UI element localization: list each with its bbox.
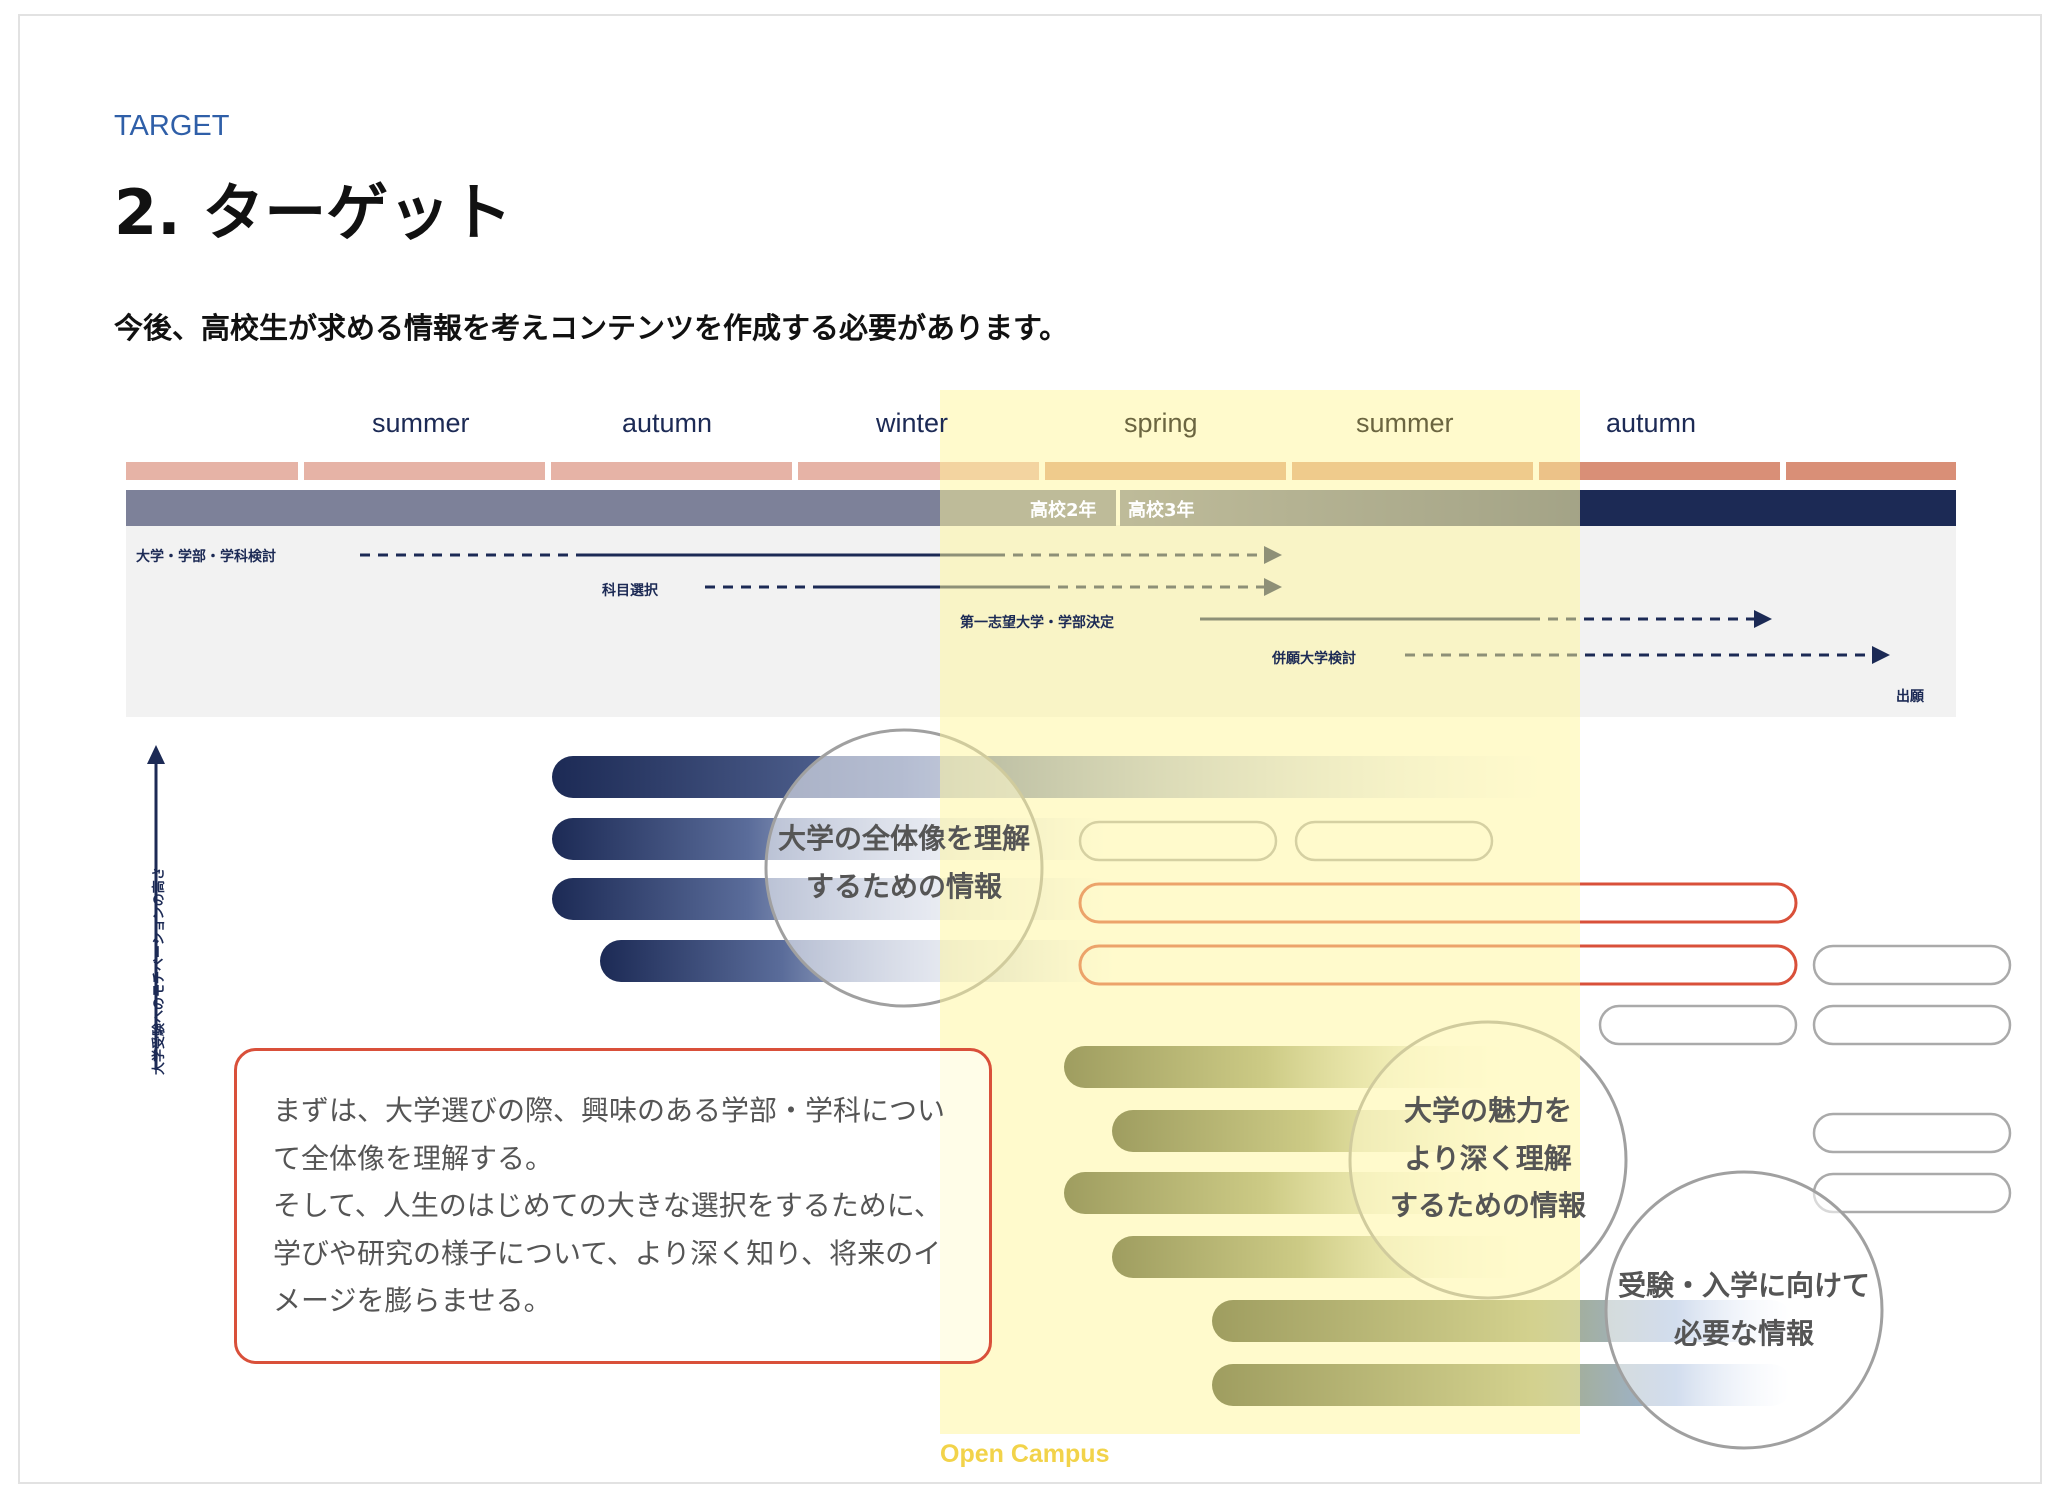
season-label: summer bbox=[372, 408, 470, 438]
bubble-exam: 受験・入学に向けて 必要な情報 bbox=[1606, 1262, 1882, 1357]
season-label: spring bbox=[1124, 408, 1198, 438]
page-title: 2. ターゲット bbox=[114, 176, 513, 249]
section-eyebrow: TARGET bbox=[114, 110, 230, 142]
bubble-line: 大学の全体像を理解 bbox=[777, 822, 1030, 855]
open-campus-highlight bbox=[940, 390, 1580, 1434]
axis-label: 大学受験へのモチベーションの高さ bbox=[152, 867, 167, 1075]
lead-text: 今後、高校生が求める情報を考えコンテンツを作成する必要があります。 bbox=[114, 311, 1069, 345]
bubble-overview: 大学の全体像を理解 するための情報 bbox=[766, 815, 1042, 910]
season-label: summer bbox=[1356, 408, 1454, 438]
open-campus-label: Open Campus bbox=[940, 1440, 1110, 1468]
bubble-line: 受験・入学に向けて bbox=[1617, 1269, 1870, 1302]
task-label: 第一志望大学・学部決定 bbox=[960, 615, 1114, 631]
task-label: 併願大学検討 bbox=[1272, 651, 1356, 667]
task-label: 大学・学部・学科検討 bbox=[136, 549, 276, 565]
note-line: そして、人生のはじめての大きな選択をするために、 bbox=[273, 1189, 942, 1223]
explanation-note: まずは、大学選びの際、興味のある学部・学科につい て全体像を理解する。 そして、… bbox=[234, 1048, 992, 1364]
bubble-line: 必要な情報 bbox=[1673, 1316, 1814, 1350]
bubble-line: するための情報 bbox=[805, 869, 1002, 903]
bubble-line: するための情報 bbox=[1389, 1189, 1586, 1223]
grade-label-2: 高校2年 bbox=[1030, 500, 1097, 521]
note-line: まずは、大学選びの際、興味のある学部・学科につい bbox=[273, 1094, 946, 1127]
bubble-line: 大学の魅力を bbox=[1403, 1094, 1572, 1127]
bubble-appeal: 大学の魅力を より深く理解 するための情報 bbox=[1350, 1087, 1626, 1230]
note-line: て全体像を理解する。 bbox=[273, 1141, 554, 1175]
note-line: メージを膨らませる。 bbox=[273, 1284, 552, 1318]
task-label: 科目選択 bbox=[602, 583, 658, 599]
season-label: winter bbox=[876, 408, 949, 438]
season-label: autumn bbox=[622, 408, 713, 438]
task-label: 出願 bbox=[1896, 689, 1924, 705]
note-line: 学びや研究の様子について、より深く知り、将来のイ bbox=[273, 1236, 942, 1270]
bubble-line: より深く理解 bbox=[1404, 1141, 1572, 1175]
season-label: autumn bbox=[1606, 408, 1697, 438]
grade-label-3: 高校3年 bbox=[1128, 500, 1195, 521]
